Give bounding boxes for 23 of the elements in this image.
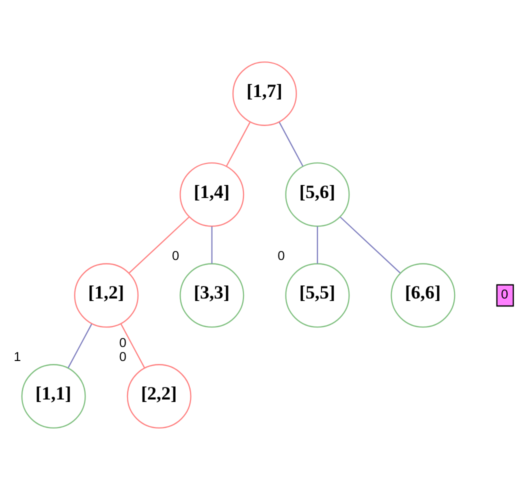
node-label: 0: [277, 248, 284, 264]
node-label: 0: [118, 348, 126, 364]
connector: [316, 226, 318, 264]
node-circle: [5,5]: [284, 263, 350, 328]
node-circle: [1,7]: [232, 61, 296, 126]
node-circle: [1,2]: [74, 263, 138, 328]
node-circle: [2,2]: [126, 364, 191, 429]
connector: [128, 216, 189, 274]
connector: [120, 324, 145, 368]
node-circle: [6,6]: [390, 263, 455, 328]
connector: [278, 122, 303, 166]
node-label: 0: [118, 334, 126, 350]
node-circle: [1,4]: [179, 162, 244, 227]
connector: [67, 324, 92, 368]
node-label: 1: [13, 348, 20, 364]
connector: [210, 226, 212, 264]
connector: [339, 216, 400, 274]
node-circle: [1,1]: [20, 364, 86, 429]
node-circle: [5,6]: [284, 162, 350, 227]
node-box: 0: [496, 284, 514, 307]
node-circle: [3,3]: [179, 263, 244, 328]
node-label: 0: [172, 248, 179, 264]
connector: [226, 122, 250, 166]
